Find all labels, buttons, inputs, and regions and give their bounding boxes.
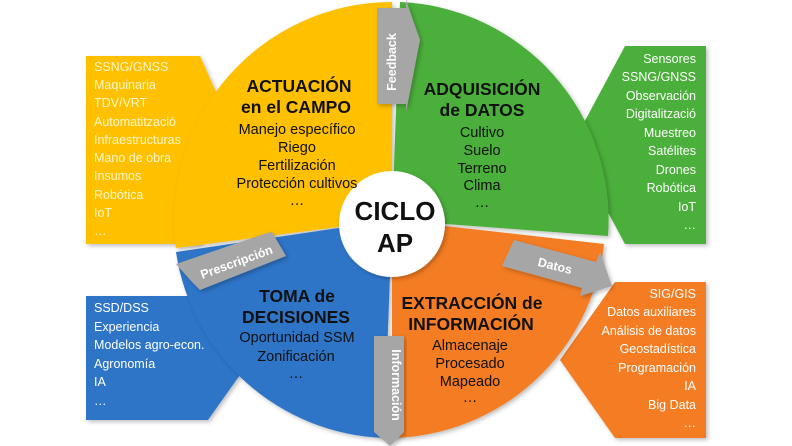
- list-item: Datos auxiliares: [607, 305, 696, 319]
- prescripcion-arrow: [176, 232, 286, 290]
- list-item: …: [684, 218, 697, 232]
- actuacion-item: Protección cultivos: [237, 176, 358, 192]
- list-item: Automatització: [94, 115, 176, 129]
- informacion-label: Información: [389, 349, 403, 421]
- extraccion-title-line1: EXTRACCIÓN de: [402, 292, 543, 313]
- list-item: SIG/GIS: [649, 287, 696, 301]
- list-item: …: [94, 394, 107, 408]
- list-item: Experiencia: [94, 320, 159, 334]
- adquisicion-item: Cultivo: [460, 125, 504, 141]
- toma-item: …: [289, 366, 304, 382]
- list-item: Robótica: [647, 181, 696, 195]
- extraccion-item: Procesado: [435, 356, 504, 372]
- list-item: Insumos: [94, 169, 141, 183]
- list-item: Mano de obra: [94, 151, 171, 165]
- list-item: IA: [684, 379, 696, 393]
- list-item: Observación: [626, 89, 696, 103]
- list-item: IoT: [678, 200, 696, 214]
- bottom-right-list-panel: [560, 282, 706, 438]
- center-circle: [339, 171, 445, 277]
- adquisicion-item: Suelo: [463, 143, 500, 159]
- datos-arrow: [502, 240, 612, 296]
- list-item: Robótica: [94, 188, 143, 202]
- actuacion-item: Fertilización: [258, 158, 335, 174]
- list-item: …: [94, 224, 107, 238]
- adquisicion-item: Terreno: [457, 161, 506, 177]
- list-item: …: [684, 416, 697, 430]
- extraccion-item: …: [463, 390, 478, 406]
- actuacion-title-line1: ACTUACIÓN: [247, 75, 352, 96]
- quadrant-adquisicion: [392, 2, 609, 236]
- adquisicion-title-line2: de DATOS: [440, 100, 525, 120]
- list-item: Muestreo: [644, 126, 696, 140]
- extraccion-item: Mapeado: [440, 374, 500, 390]
- top-left-list: SSNG/GNSS Maquinaria TDV/VRT Automatitza…: [94, 60, 181, 238]
- informacion-arrow: [374, 336, 404, 446]
- list-item: SSNG/GNSS: [94, 60, 168, 74]
- actuacion-title-line2: en el CAMPO: [241, 97, 351, 117]
- actuacion-item: Riego: [278, 140, 316, 156]
- adquisicion-item: Clima: [463, 178, 501, 194]
- top-right-list: Sensores SSNG/GNSS Observación Digitalit…: [622, 52, 697, 232]
- feedback-arrow: [377, 0, 420, 112]
- list-item: Infraestructuras: [94, 133, 181, 147]
- actuacion-item: Manejo específico: [239, 122, 356, 138]
- list-item: SSNG/GNSS: [622, 70, 696, 84]
- bottom-right-list: SIG/GIS Datos auxiliares Análisis de dat…: [601, 287, 696, 430]
- list-item: Digitalització: [626, 107, 696, 121]
- actuacion-item: …: [290, 193, 305, 209]
- bottom-left-list: SSD/DSS Experiencia Modelos agro-econ. A…: [94, 301, 204, 408]
- list-item: Programación: [618, 361, 696, 375]
- toma-title-line1: TOMA de: [259, 286, 335, 306]
- extraccion-title-line2: INFORMACIÓN: [408, 313, 533, 334]
- feedback-label: Feedback: [385, 33, 399, 91]
- list-item: SSD/DSS: [94, 301, 149, 315]
- list-item: Geostadística: [620, 342, 696, 356]
- center-title-line1: CICLO: [355, 196, 436, 226]
- adquisicion-title-line1: ADQUISICIÓN: [424, 78, 541, 99]
- list-item: Análisis de datos: [601, 324, 696, 338]
- toma-item: Oportunidad SSM: [239, 330, 354, 346]
- adquisicion-item: …: [475, 195, 490, 211]
- list-item: Modelos agro-econ.: [94, 338, 204, 352]
- quadrant-actuacion: [174, 2, 392, 248]
- center-title-line2: AP: [377, 228, 413, 258]
- list-item: Sensores: [643, 52, 696, 66]
- list-item: Drones: [656, 163, 696, 177]
- list-item: IoT: [94, 206, 112, 220]
- list-item: Big Data: [648, 398, 696, 412]
- extraccion-item: Almacenaje: [432, 338, 508, 354]
- list-item: TDV/VRT: [94, 96, 148, 110]
- list-item: Maquinaria: [94, 78, 156, 92]
- toma-item: Zonificación: [257, 349, 334, 365]
- list-item: IA: [94, 375, 106, 389]
- list-item: Agronomía: [94, 357, 155, 371]
- toma-title-line2: DECISIONES: [242, 307, 350, 327]
- list-item: Satélites: [648, 144, 696, 158]
